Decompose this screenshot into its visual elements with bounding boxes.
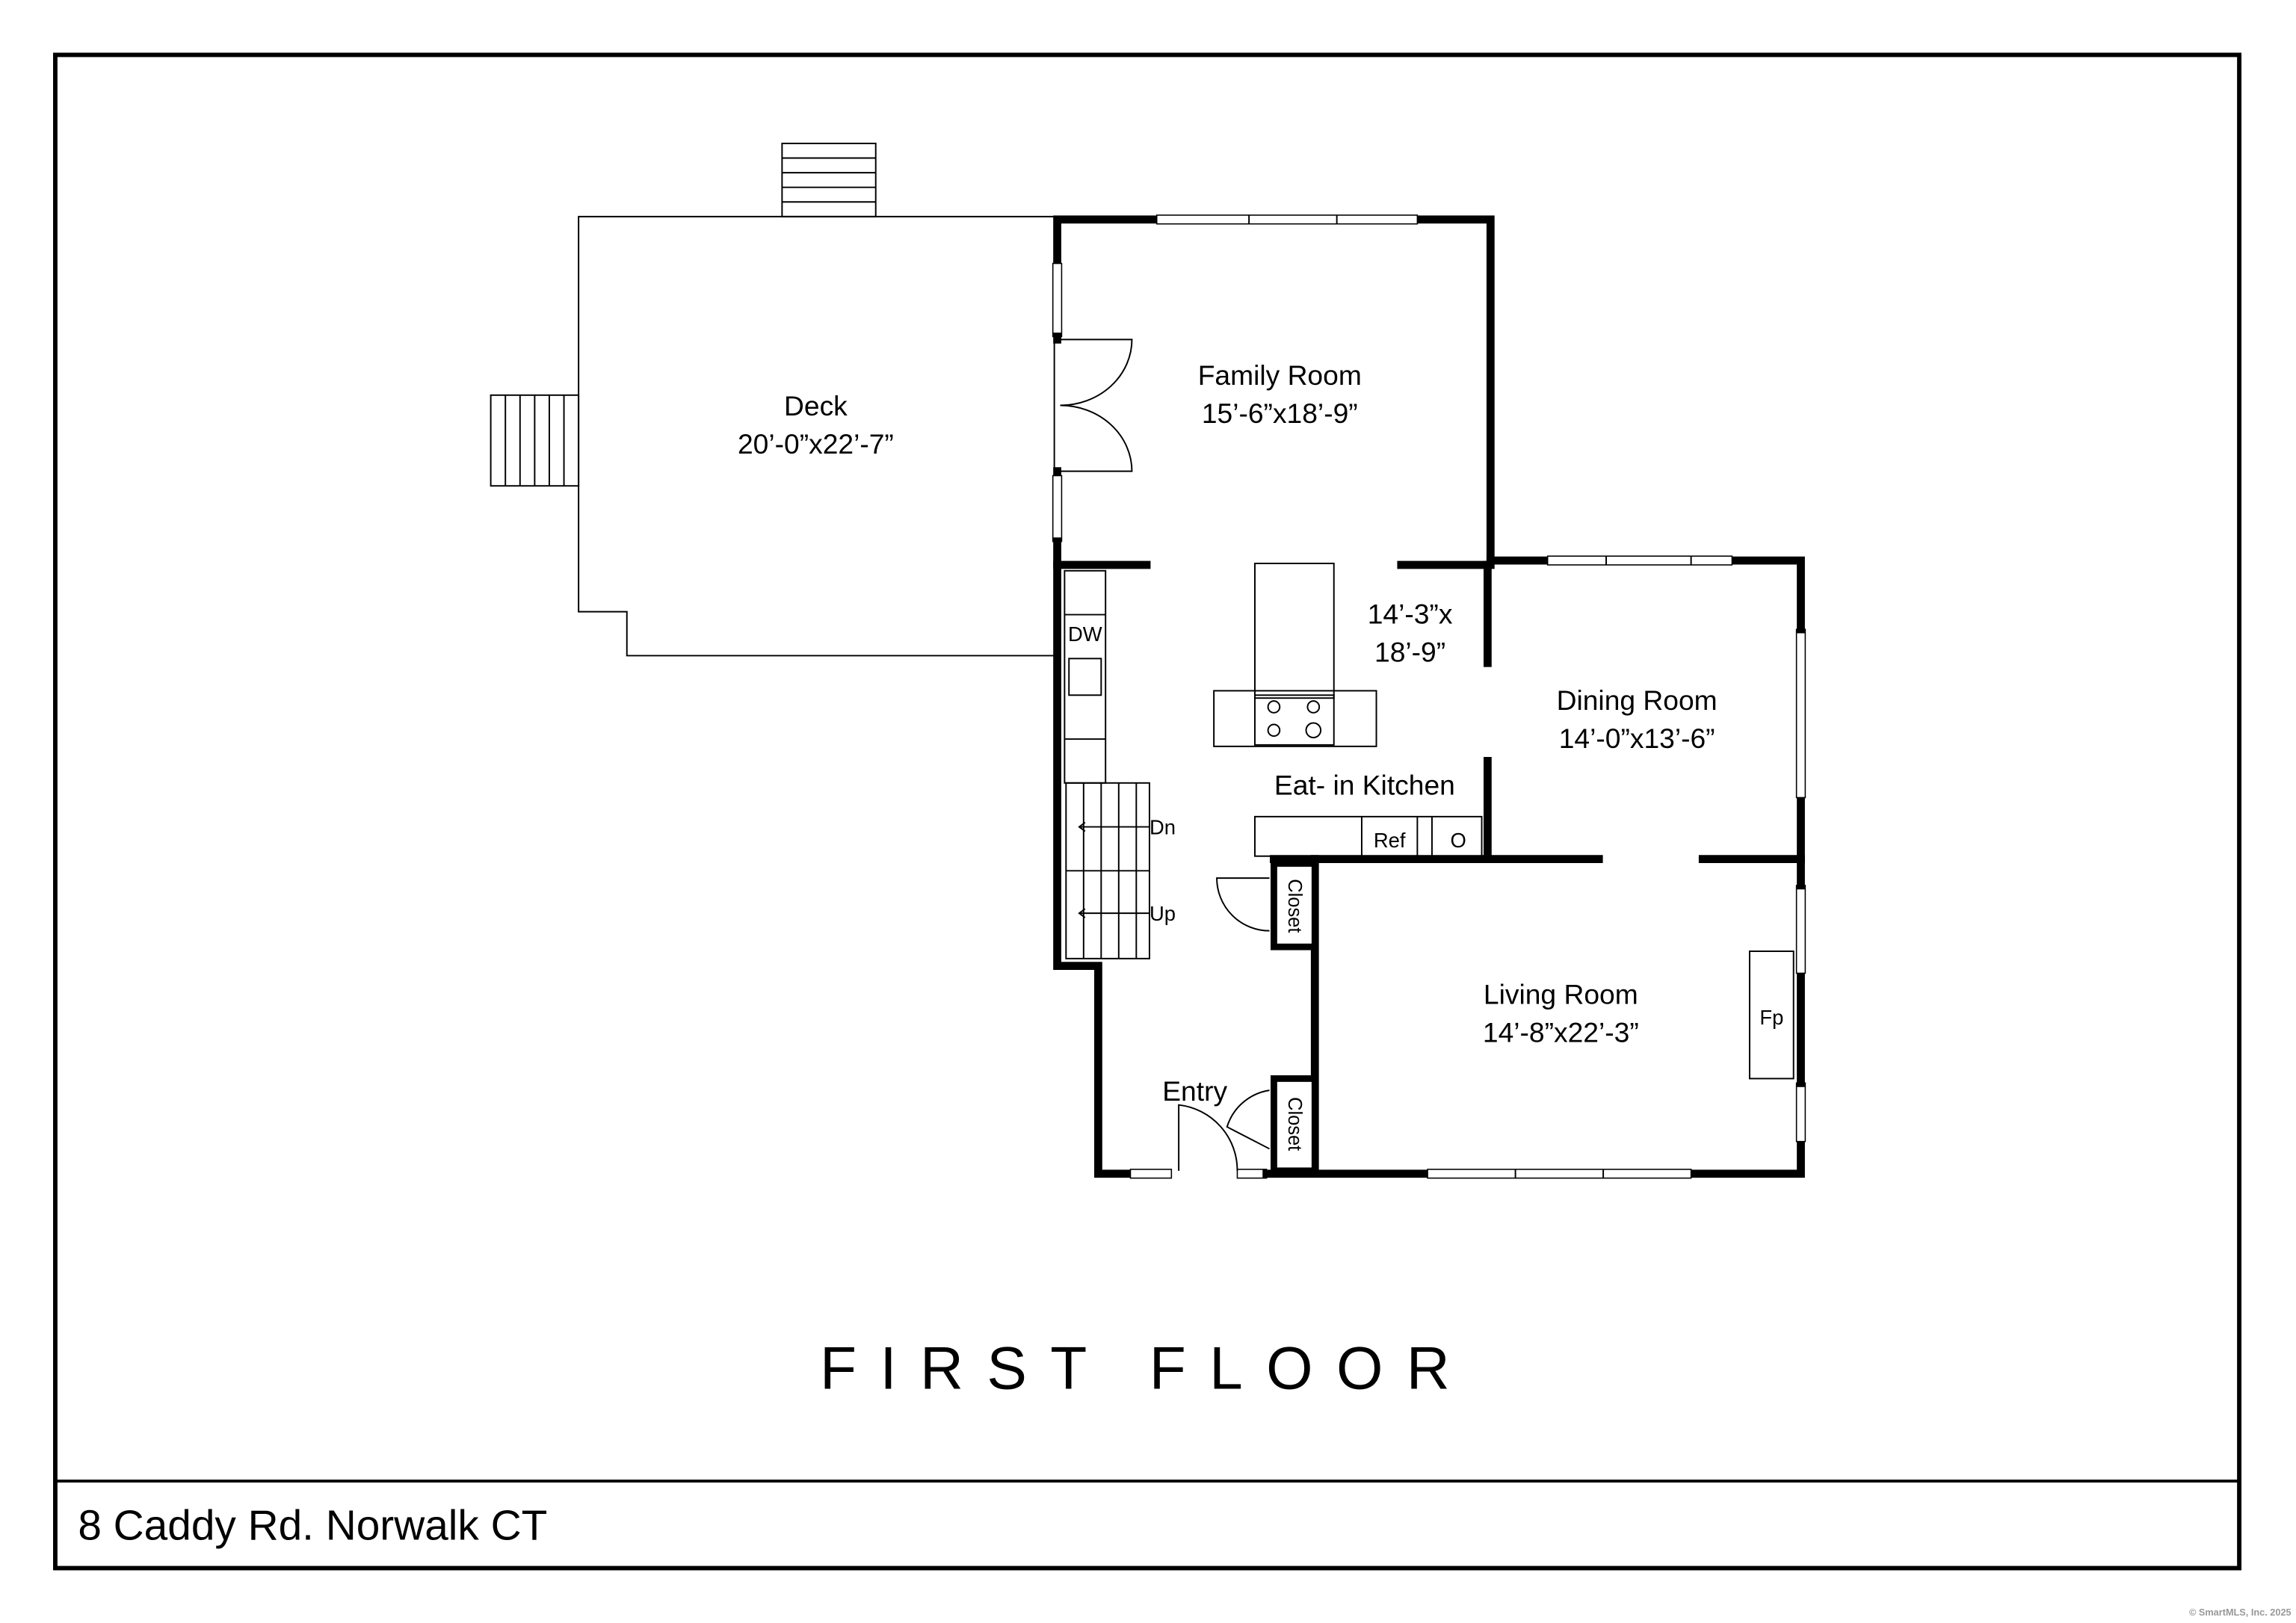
dining-room-size: 14’-0”x13’-6” xyxy=(1559,723,1715,754)
arrow-left-icon xyxy=(1078,821,1149,832)
fireplace xyxy=(1748,950,1794,1080)
stairs-up-label: Up xyxy=(1149,902,1176,925)
deck-name: Deck xyxy=(784,390,848,421)
walls xyxy=(1052,214,1806,1179)
dining-room-name: Dining Room xyxy=(1557,684,1718,716)
kitchen-name: Eat- in Kitchen xyxy=(1274,769,1455,800)
fireplace-label: Fp xyxy=(1759,1006,1783,1029)
deck-stairs-top xyxy=(781,142,877,217)
deck xyxy=(490,142,1055,657)
closet-door-lower xyxy=(1226,1089,1271,1150)
sink-icon xyxy=(1068,658,1102,696)
deck-stairs-left xyxy=(490,394,580,487)
stairs-down-label: Dn xyxy=(1149,815,1176,838)
closet-lower xyxy=(1271,1075,1318,1175)
family-room-name: Family Room xyxy=(1198,359,1362,391)
entry-name: Entry xyxy=(1162,1075,1227,1107)
living-room-size: 14’-8”x22’-3” xyxy=(1483,1016,1639,1048)
oven-label: O xyxy=(1451,829,1466,852)
kitchen-island xyxy=(1213,563,1377,747)
address: 8 Caddy Rd. Norwalk CT xyxy=(78,1502,547,1549)
closet-label-upper: Closet xyxy=(1284,879,1305,933)
living-room-name: Living Room xyxy=(1484,979,1638,1010)
entry-door xyxy=(1178,1104,1238,1171)
family-room-size: 15’-6”x18’-9” xyxy=(1202,398,1358,429)
floor-title: FIRST FLOOR xyxy=(820,1335,1473,1403)
kitchen-size-1: 14’-3”x xyxy=(1368,598,1453,629)
copyright: © SmartMLS, Inc. 2025 xyxy=(2189,1607,2292,1618)
french-doors xyxy=(1060,338,1133,472)
kitchen-size-2: 18’-9” xyxy=(1374,636,1445,667)
closet-door-upper xyxy=(1216,877,1270,932)
stairs xyxy=(1065,782,1150,959)
kitchen-counter-bottom xyxy=(1253,815,1483,857)
page-frame xyxy=(53,52,2242,1571)
closet-label-lower: Closet xyxy=(1284,1097,1305,1151)
dishwasher-label: DW xyxy=(1068,622,1102,646)
deck-size: 20’-0”x22’-7” xyxy=(738,428,894,460)
closet-upper xyxy=(1271,860,1318,950)
cooktop-icon xyxy=(1253,694,1335,746)
arrow-left-icon xyxy=(1078,908,1149,918)
refrigerator-label: Ref xyxy=(1374,829,1406,852)
kitchen-counter-left xyxy=(1064,569,1107,784)
